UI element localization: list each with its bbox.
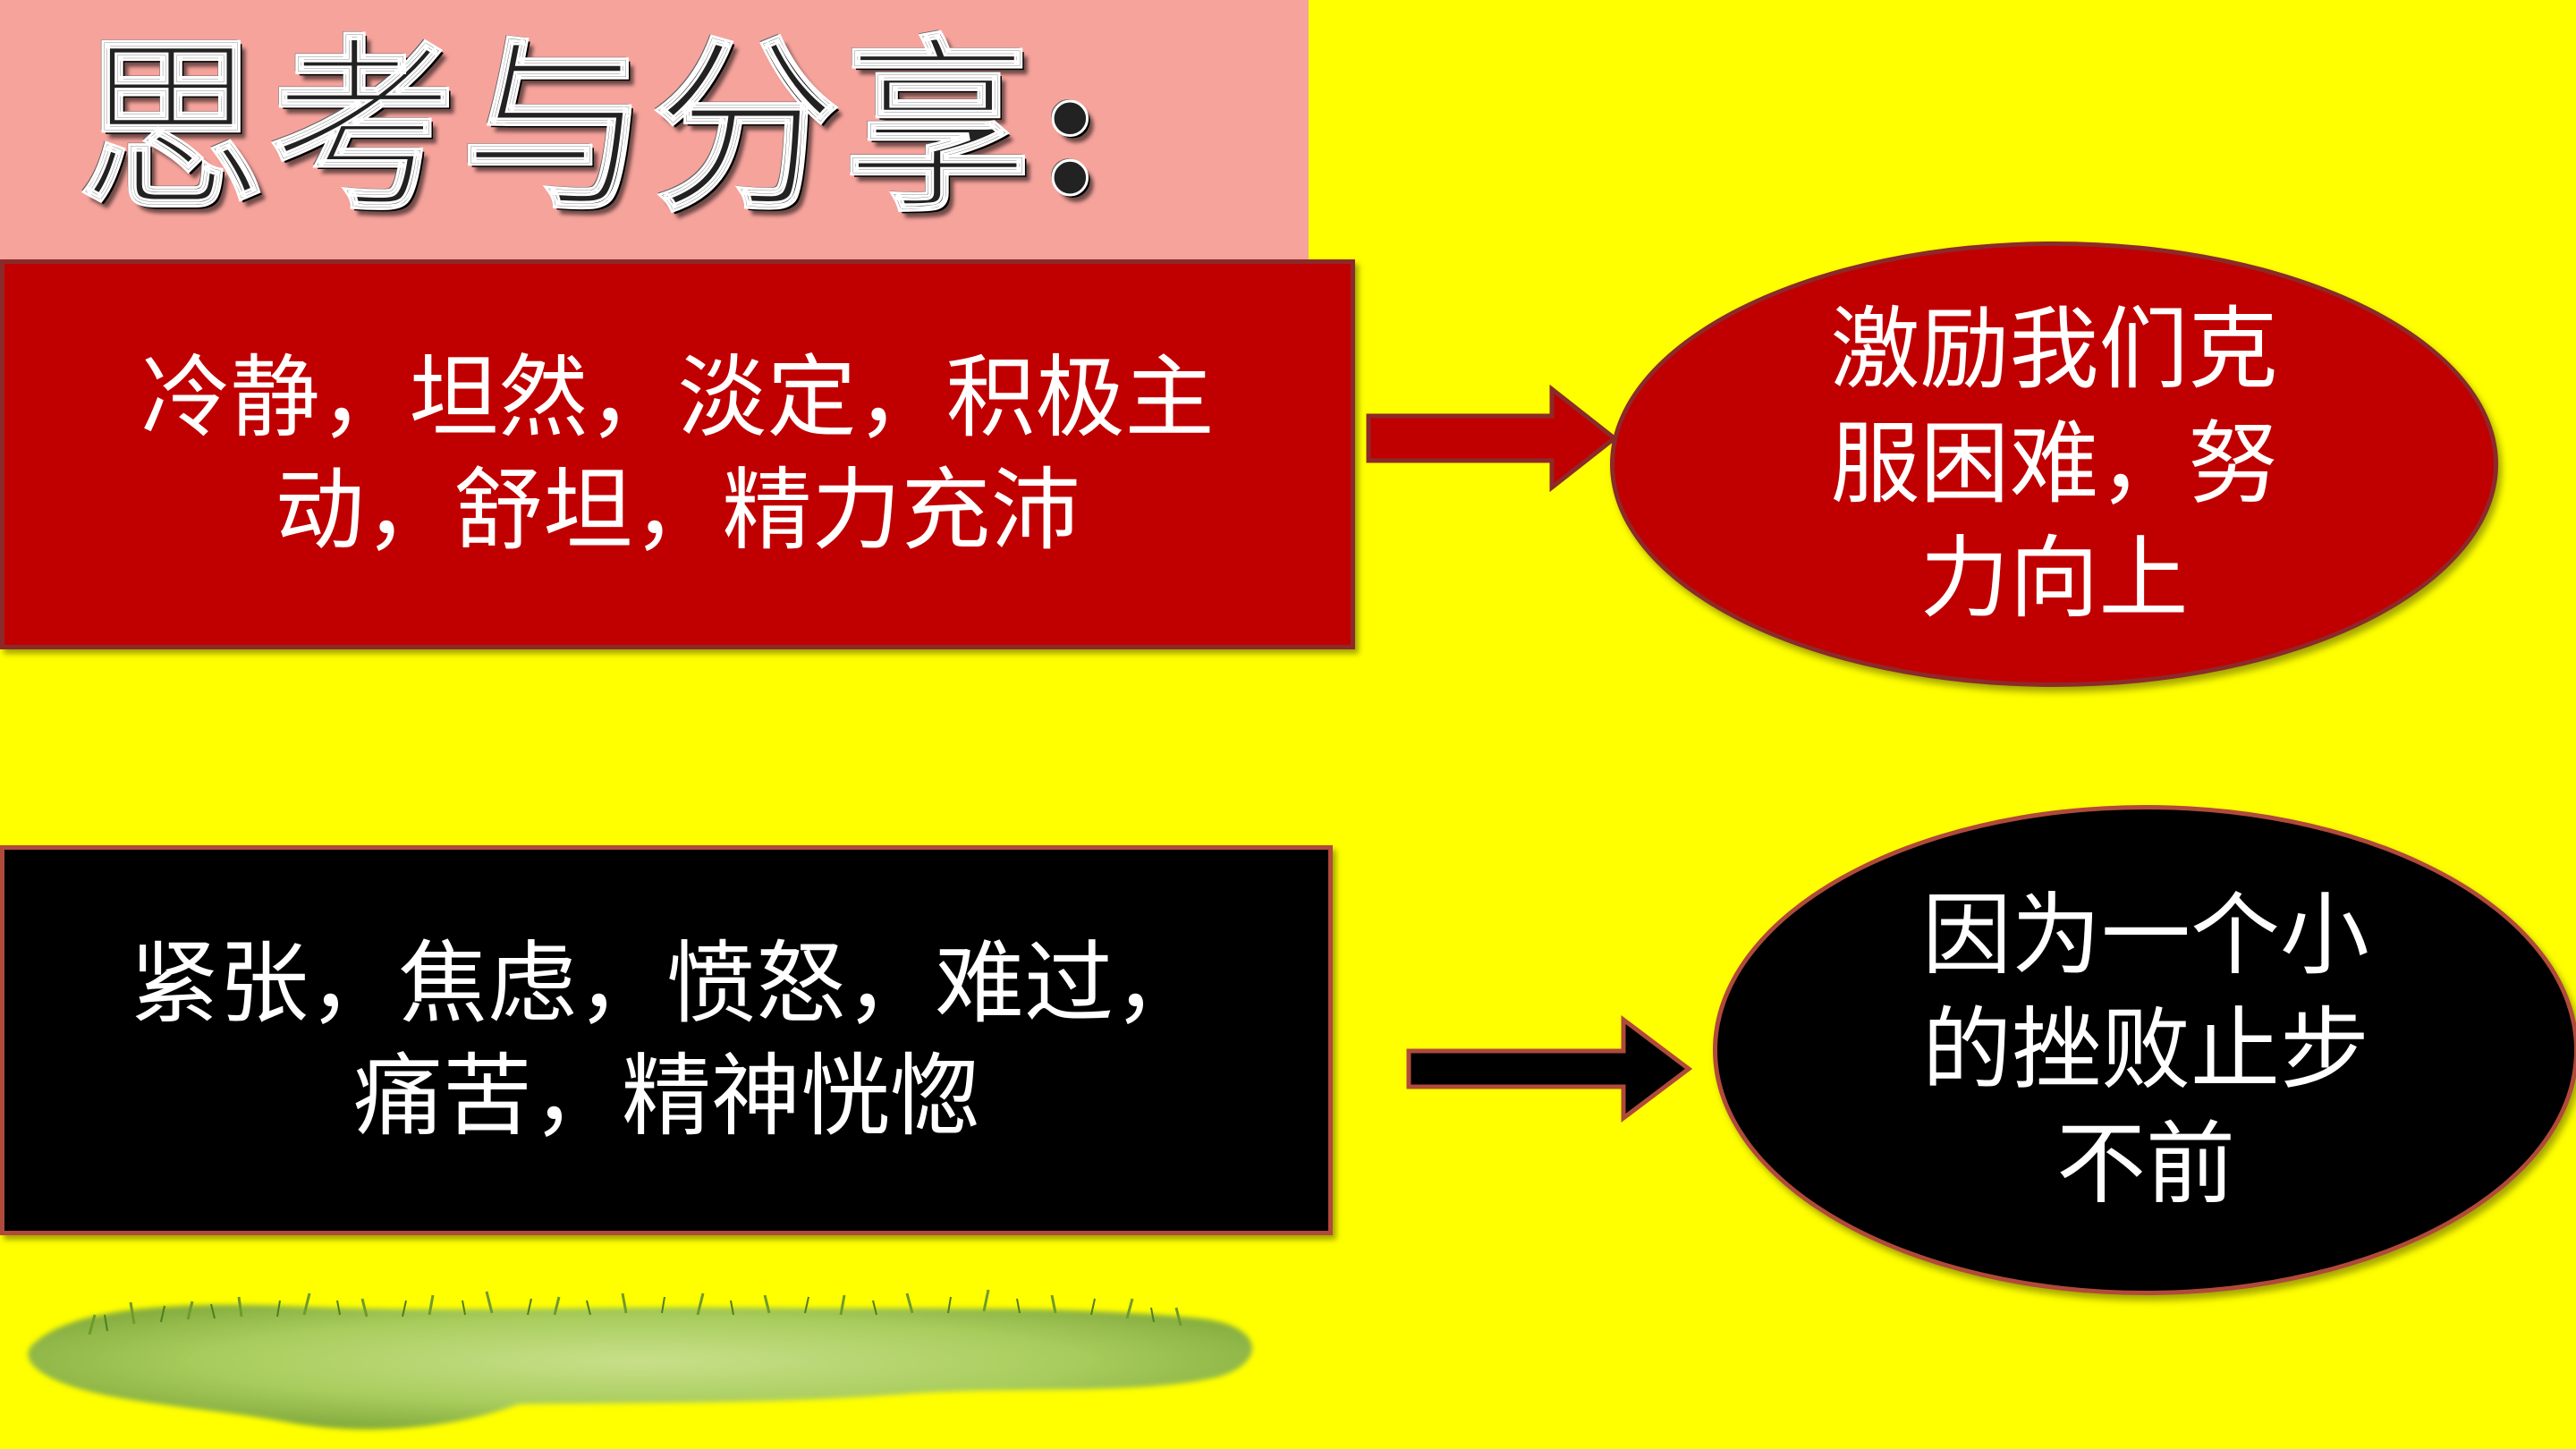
positive-emotions-box: 冷静，坦然，淡定，积极主 动，舒坦，精力充沛 bbox=[0, 259, 1355, 649]
positive-outcome-text: 激励我们克 服困难，努 力向上 bbox=[1830, 297, 2278, 631]
positive-emotions-text: 冷静，坦然，淡定，积极主 动，舒坦，精力充沛 bbox=[140, 345, 1215, 563]
negative-emotions-text: 紧张，焦虑，愤怒，难过， 痛苦，精神恍惚 bbox=[130, 931, 1203, 1148]
grass-icon bbox=[28, 1289, 1253, 1430]
title-band: 思考与分享: bbox=[0, 0, 1309, 259]
negative-emotions-box: 紧张，焦虑，愤怒，难过， 痛苦，精神恍惚 bbox=[0, 845, 1333, 1235]
negative-outcome-text: 因为一个小 的挫败止步 不前 bbox=[1922, 883, 2369, 1216]
slide-title: 思考与分享: bbox=[78, 19, 1110, 237]
positive-outcome-oval: 激励我们克 服困难，努 力向上 bbox=[1610, 242, 2498, 687]
negative-outcome-oval: 因为一个小 的挫败止步 不前 bbox=[1713, 805, 2576, 1295]
positive-arrow-icon bbox=[1366, 385, 1619, 492]
negative-arrow-icon bbox=[1406, 1015, 1693, 1123]
